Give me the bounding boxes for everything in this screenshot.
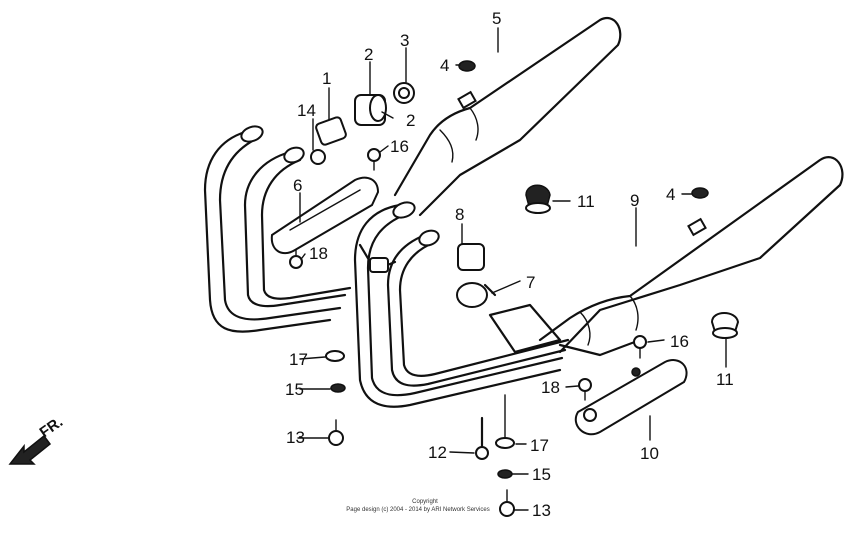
callout-5: 5 xyxy=(492,9,501,28)
callout-12: 12 xyxy=(428,443,447,462)
heat-shield xyxy=(270,176,380,255)
callout-18a: 18 xyxy=(309,244,328,263)
fasteners xyxy=(289,148,647,517)
callout-4a: 4 xyxy=(440,56,449,75)
front-direction-arrow-icon xyxy=(8,434,52,465)
callout-10: 10 xyxy=(640,444,659,463)
callout-3: 3 xyxy=(400,31,409,50)
callout-16b: 16 xyxy=(670,332,689,351)
callout-2a: 2 xyxy=(364,45,373,64)
washers-4 xyxy=(458,60,709,199)
callout-14: 14 xyxy=(297,101,316,120)
callout-6: 6 xyxy=(293,176,302,195)
callout-15a: 15 xyxy=(285,380,304,399)
callout-2b: 2 xyxy=(406,111,415,130)
callout-17b: 17 xyxy=(530,436,549,455)
rubber-mounts xyxy=(525,184,740,339)
callout-7: 7 xyxy=(526,273,535,292)
callout-11b: 11 xyxy=(716,370,734,389)
exhaust-clamps xyxy=(310,82,497,308)
exhaust-header-pipes-right xyxy=(353,201,570,408)
footer-copyright: Copyright xyxy=(412,499,438,505)
callout-17a: 17 xyxy=(289,350,308,369)
front-direction-label: FR. xyxy=(37,413,67,441)
callout-18b: 18 xyxy=(541,378,560,397)
cross-pipe-joint xyxy=(358,243,562,354)
muffler-upper xyxy=(393,17,622,217)
footer-page-design: Page design (c) 2004 - 2014 by ARI Netwo… xyxy=(346,507,489,513)
exhaust-header-pipes xyxy=(203,125,352,333)
callout-9: 9 xyxy=(630,191,639,210)
callout-11a: 11 xyxy=(577,192,595,211)
callout-1: 1 xyxy=(322,69,331,88)
muffler-lower xyxy=(538,156,844,354)
callout-4b: 4 xyxy=(666,185,675,204)
callout-13a: 13 xyxy=(286,428,305,447)
callout-13b: 13 xyxy=(532,501,551,520)
callout-8: 8 xyxy=(455,205,464,224)
leader-lines xyxy=(297,27,727,511)
muffler-hanger-bracket xyxy=(558,338,688,436)
callout-16a: 16 xyxy=(390,137,409,156)
callout-numbers: 1 2 2 3 4 4 5 6 7 8 9 10 11 11 12 13 13 … xyxy=(285,9,734,520)
callout-15b: 15 xyxy=(532,465,551,484)
